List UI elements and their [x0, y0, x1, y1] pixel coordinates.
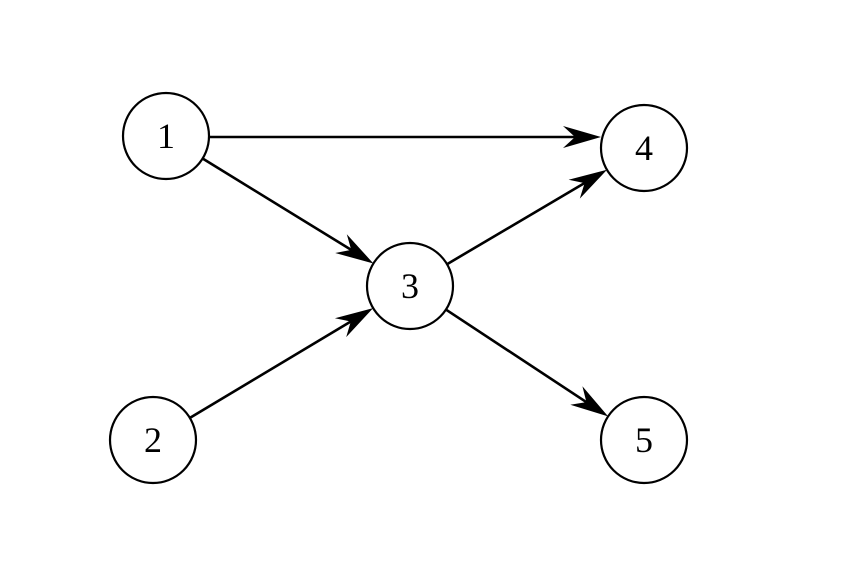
node-4: 4 [599, 103, 689, 193]
node-label: 2 [144, 420, 162, 460]
arrowhead-icon [563, 126, 601, 148]
edge-2-to-3 [189, 308, 374, 420]
edge-1-to-4 [206, 126, 601, 148]
arrowhead-icon [334, 308, 374, 338]
arrowhead-icon [570, 386, 609, 417]
arrowhead-icon [335, 234, 374, 264]
node-circle [108, 395, 198, 485]
node-5: 5 [599, 395, 689, 485]
node-circle [599, 395, 689, 485]
node-label: 4 [635, 128, 653, 168]
node-circle [599, 103, 689, 193]
edge-3-to-5 [445, 308, 609, 417]
node-label: 5 [635, 420, 653, 460]
node-2: 2 [108, 395, 198, 485]
node-3: 3 [365, 241, 455, 331]
arrowhead-icon [568, 169, 607, 199]
nodes-layer: 1 2 3 4 5 [108, 91, 689, 485]
edge-line [445, 308, 593, 407]
edges-layer [189, 126, 609, 420]
edge-line [446, 178, 591, 266]
edge-line [201, 157, 357, 255]
node-label: 3 [401, 266, 419, 306]
node-circle [121, 91, 211, 181]
edge-3-to-4 [446, 169, 607, 266]
node-circle [365, 241, 455, 331]
node-label: 1 [157, 116, 175, 156]
edge-line [189, 317, 357, 420]
edge-1-to-3 [201, 157, 374, 264]
node-1: 1 [121, 91, 211, 181]
